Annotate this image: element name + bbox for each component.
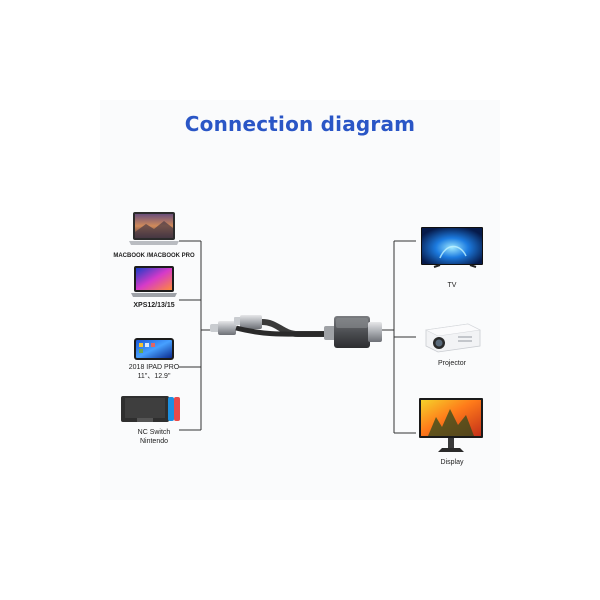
usb-c-to-hdmi-adapter xyxy=(208,312,388,352)
output-label-display: Display xyxy=(440,459,464,466)
tv-icon xyxy=(421,227,483,268)
source-label-ipad-line1: 2018 IPAD PRO xyxy=(128,364,180,371)
macbook-device xyxy=(128,210,180,248)
source-label-switch-line2: Nintendo xyxy=(139,438,169,445)
source-label-macbook: MACBOOK /MACBOOK PRO xyxy=(113,253,195,259)
source-label-xps: XPS12/13/15 xyxy=(133,302,175,309)
game-console-icon xyxy=(121,396,180,422)
output-label-projector: Projector xyxy=(437,360,466,367)
switch-device xyxy=(119,394,181,424)
source-label-ipad-line2: 11"、12.9" xyxy=(137,373,171,380)
laptop-icon xyxy=(129,212,179,245)
diagram-title: Connection diagram xyxy=(184,112,416,136)
tablet-icon xyxy=(134,338,174,360)
source-label-switch-line1: NC Switch xyxy=(137,429,171,436)
monitor-icon xyxy=(419,398,483,452)
adapter-cable-icon xyxy=(210,315,382,348)
ipad-device xyxy=(133,337,175,361)
output-label-tv: TV xyxy=(447,282,457,289)
projector-icon xyxy=(425,323,481,353)
laptop-icon xyxy=(131,266,177,297)
projector-device xyxy=(422,316,482,356)
xps-device xyxy=(130,265,178,299)
monitor-device xyxy=(418,397,484,455)
tv-device xyxy=(420,225,484,273)
